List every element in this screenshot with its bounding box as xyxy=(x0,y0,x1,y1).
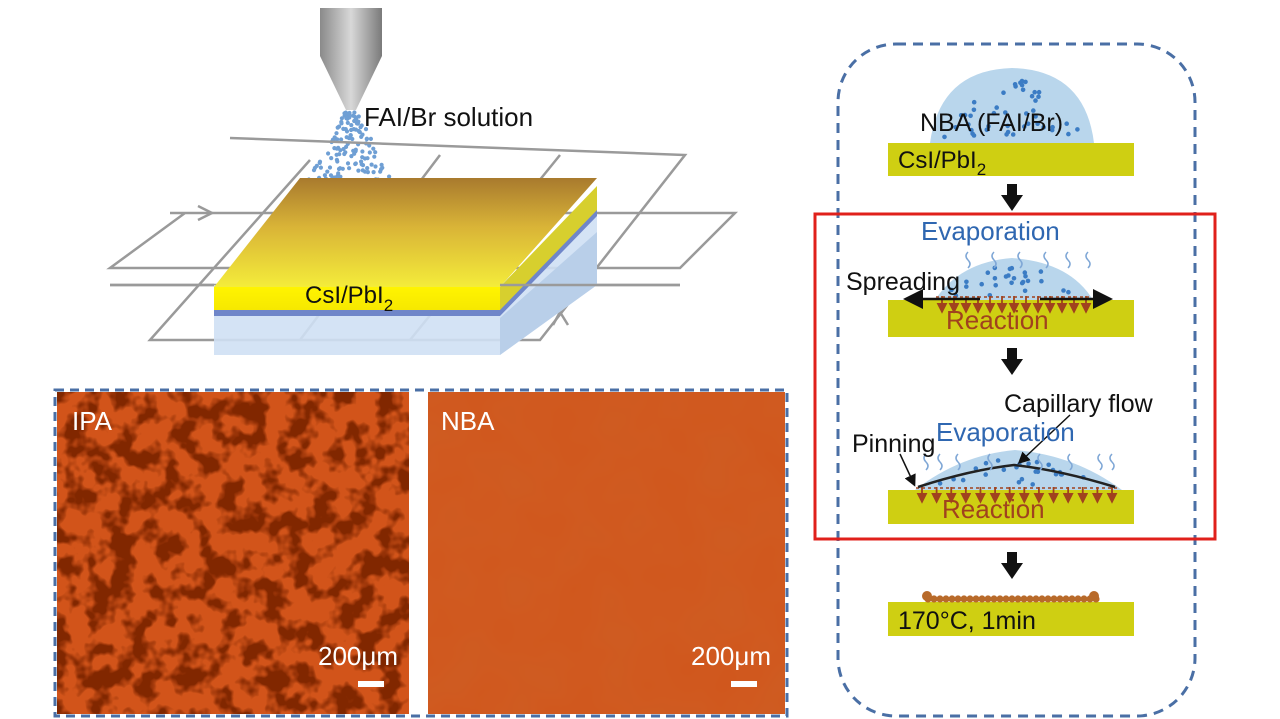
solution-label: FAI/Br solution xyxy=(364,102,533,132)
step3-capillary-label: Capillary flow xyxy=(1004,390,1154,418)
down-arrow-icon xyxy=(1001,184,1023,211)
nba-scale-label: 200μm xyxy=(691,641,771,671)
nba-micrograph: NBA 200μm xyxy=(428,392,785,714)
down-arrow-icon xyxy=(1001,348,1023,375)
ipa-label: IPA xyxy=(72,406,113,436)
film-top-surface xyxy=(214,178,597,287)
step1-drop-label: NBA (FAI/Br) xyxy=(920,109,1063,137)
spray-schematic: FAI/Br solution CsI/PbI2 xyxy=(106,8,739,355)
spray-nozzle-icon xyxy=(320,8,382,110)
process-diagram: NBA (FAI/Br) CsI/PbI2 Evaporation Spread… xyxy=(813,42,1217,718)
nba-scale-bar xyxy=(731,681,757,687)
ipa-scale-bar xyxy=(358,681,384,687)
step2: Evaporation Spreading Reaction xyxy=(846,216,1134,337)
step3: Capillary flow Pinning Evaporation React… xyxy=(852,390,1154,524)
nba-droplet xyxy=(930,68,1094,143)
step2-reaction-label: Reaction xyxy=(946,305,1049,335)
step2-evaporation-label: Evaporation xyxy=(921,216,1060,246)
step3-pinning-label: Pinning xyxy=(852,430,935,458)
vapor-icon xyxy=(965,251,1091,269)
ipa-scale-label: 200μm xyxy=(318,641,398,671)
ipa-micrograph: IPA 200μm xyxy=(57,392,409,714)
step3-reaction-label: Reaction xyxy=(942,494,1045,524)
step1: NBA (FAI/Br) CsI/PbI2 xyxy=(888,68,1134,179)
layer-label: CsI/PbI2 xyxy=(305,282,393,315)
vapor-icon xyxy=(923,453,1115,471)
step1-layer-label: CsI/PbI2 xyxy=(898,147,986,179)
substrate-stack xyxy=(214,178,597,355)
step4-condition-label: 170°C, 1min xyxy=(898,607,1036,635)
step4: 170°C, 1min xyxy=(888,591,1134,636)
csi-pbi2-layer xyxy=(214,287,500,310)
capillary-flow-line xyxy=(917,463,1116,489)
highlight-box xyxy=(813,212,1217,541)
micrograph-panel: IPA 200μm NBA 200μm xyxy=(53,388,789,718)
perovskite-film xyxy=(922,591,1100,603)
step3-evaporation-label: Evaporation xyxy=(936,417,1075,447)
process-frame xyxy=(836,42,1197,718)
down-arrow-icon xyxy=(1001,552,1023,579)
nba-label: NBA xyxy=(441,406,495,436)
step1-substrate xyxy=(888,143,1134,176)
step2-spreading-label: Spreading xyxy=(846,268,960,296)
